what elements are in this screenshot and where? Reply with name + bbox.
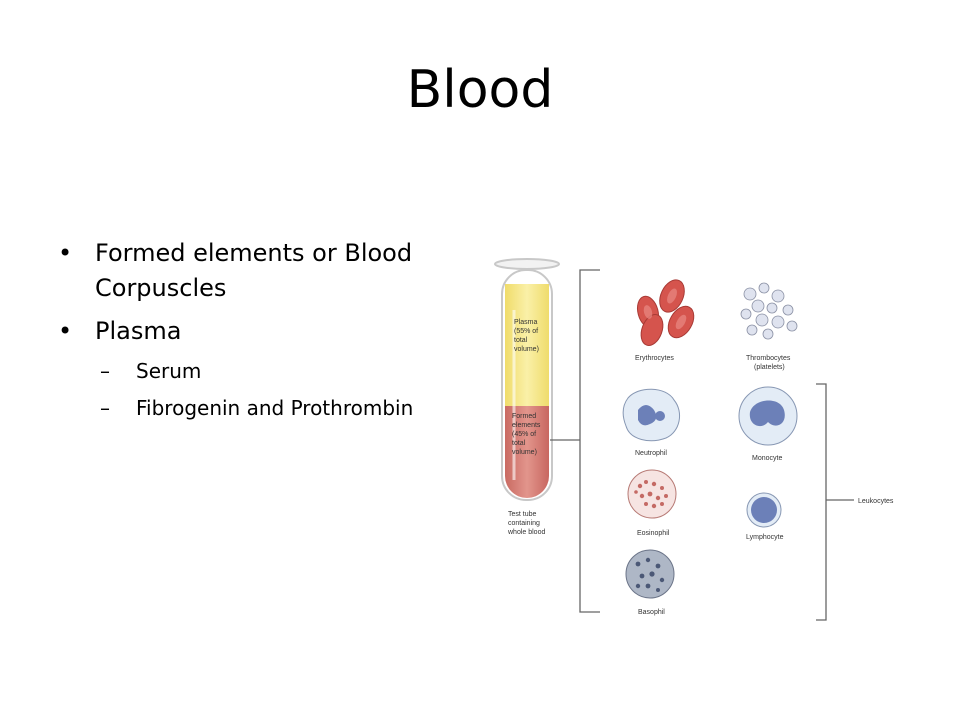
leukocytes-bracket: [816, 383, 854, 621]
erythrocytes-icon: [636, 279, 695, 346]
neutrophil-label: Neutrophil: [635, 450, 667, 457]
bullet-list: Formed elements or Blood Corpuscles Plas…: [58, 236, 458, 431]
leukocytes-label: Leukocytes: [858, 498, 894, 505]
basophil-label: Basophil: [638, 609, 665, 616]
test-tube-caption: Test tube containing whole blood: [507, 511, 545, 536]
formed-elements-label: Formed elements (45% of total volume): [512, 413, 542, 456]
sub-bullet-fibrogenin: Fibrogenin and Prothrombin: [58, 394, 458, 422]
lymphocyte-label: Lymphocyte: [746, 534, 784, 541]
plasma-label: Plasma (55% of total volume): [514, 319, 540, 353]
erythrocytes-label: Erythrocytes: [635, 355, 674, 362]
lymphocyte-icon: [746, 492, 782, 528]
basophil-icon: [625, 549, 675, 599]
formed-elements-bracket: [550, 269, 600, 613]
sub-bullet-serum: Serum: [58, 357, 458, 385]
eosinophil-label: Eosinophil: [637, 530, 670, 537]
test-tube: [494, 258, 560, 501]
slide-title: Blood: [406, 60, 554, 120]
formed-elements-layer: [505, 406, 549, 498]
plasma-layer: [505, 284, 549, 406]
bullet-formed-elements: Formed elements or Blood Corpuscles: [58, 236, 458, 306]
monocyte-icon: [738, 386, 798, 446]
bullet-plasma: Plasma: [58, 314, 458, 349]
monocyte-label: Monocyte: [752, 455, 782, 462]
neutrophil-icon: [622, 388, 681, 442]
thrombocytes-label: Thrombocytes (platelets): [746, 355, 792, 371]
eosinophil-icon: [627, 469, 677, 519]
thrombocytes-icon: [740, 282, 798, 340]
blood-composition-figure: Plasma (55% of total volume) Formed elem…: [494, 258, 894, 621]
